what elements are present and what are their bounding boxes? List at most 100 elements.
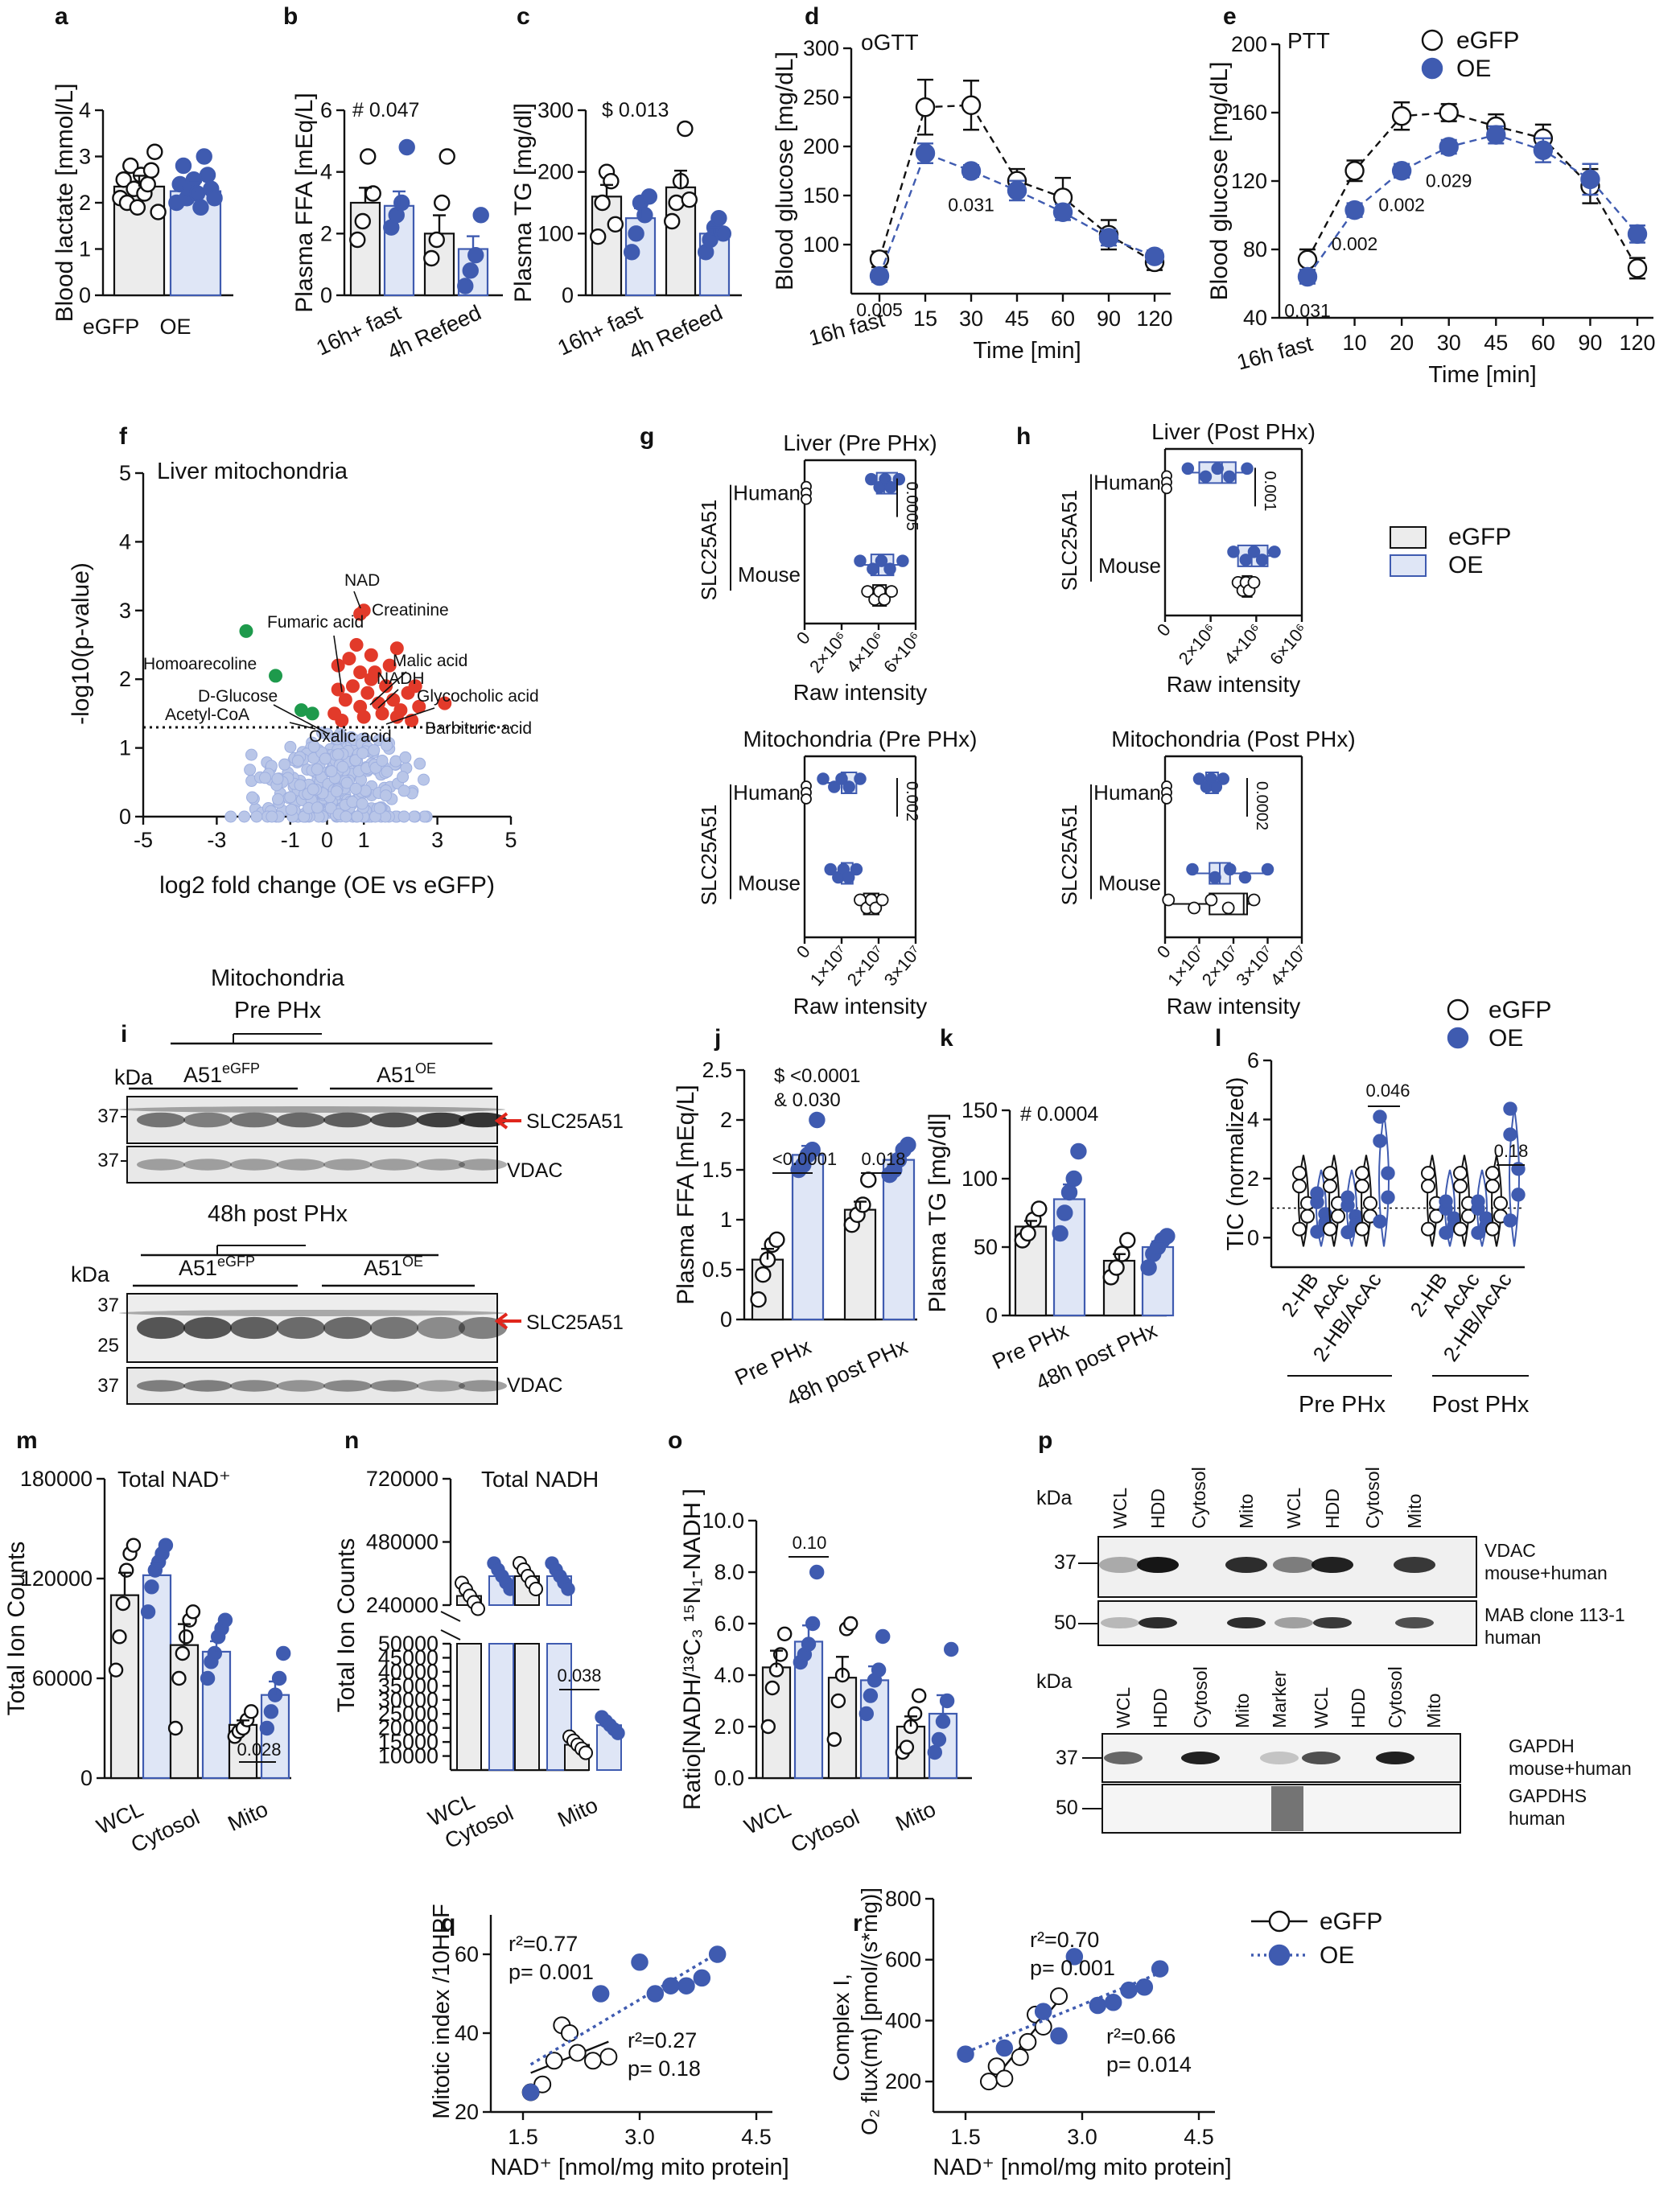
violin-point-OE: [1503, 1127, 1517, 1142]
box-point-h2: [1209, 871, 1221, 884]
panel-q-y-tick-label: 60: [455, 1942, 479, 1966]
panel-h1-x-tick-label: 6×10⁶: [1266, 620, 1311, 669]
violin-point-OE: [1373, 1109, 1387, 1124]
violin-point-eGFP: [1429, 1208, 1443, 1224]
panel-d-y-tick-label: 200: [803, 134, 839, 158]
point-e-eGFP: [1627, 258, 1648, 278]
panel-n-break-mark: [440, 1611, 461, 1622]
blot-p-mab-band: [1227, 1617, 1266, 1628]
volcano-point-ns: [351, 810, 364, 823]
violin-point-eGFP: [1421, 1179, 1435, 1194]
box-point-h1: [1181, 462, 1195, 475]
panel-q-r2-egfp: r²=0.27: [628, 2028, 697, 2052]
panel-d-x-tick-label: 15: [913, 307, 937, 331]
volcano-point-up: [353, 665, 368, 680]
box-point-h2: [1204, 893, 1218, 907]
violin-point-eGFP: [1421, 1166, 1435, 1181]
panel-b-y-tick-label: 6: [320, 98, 332, 122]
volcano-point-up: [335, 713, 349, 727]
panel-e-pvalue: 0.031: [1284, 300, 1331, 321]
blot-i-post-label: 48h post PHx: [208, 1201, 348, 1227]
panel-g1-y-label: SLC25A51: [697, 500, 721, 601]
scatter-point-r-OE: [1151, 1960, 1169, 1978]
point-o: [863, 1688, 879, 1703]
panel-h1-x-tick-label: 0: [1153, 620, 1175, 640]
bar-j-3: [882, 1159, 916, 1321]
panel-r-x-tick-label: 1.5: [950, 2125, 981, 2149]
volcano-leader-line: [289, 722, 316, 730]
point-o: [911, 1688, 927, 1703]
point-o: [927, 1744, 943, 1760]
blot-p-marker-lane: [1271, 1786, 1303, 1831]
point-m: [244, 1704, 259, 1719]
panel-c-annotation: $ 0.013: [602, 99, 669, 121]
blot-i-vdac-pre-band: [137, 1159, 185, 1171]
panel-r-y-label-2: O₂ flux(mt) [pmol/(s*mg)]: [857, 1888, 882, 2135]
panel-h1-x-tick-label: 2×10⁶: [1175, 620, 1221, 669]
blot-i-kda-2: kDa: [71, 1262, 110, 1286]
point-b: [467, 246, 484, 264]
point-d-eGFP: [961, 95, 982, 115]
point-d-OE: [1098, 228, 1119, 248]
panel-label-l: l: [1215, 1025, 1221, 1052]
volcano-point-ns: [349, 782, 362, 795]
volcano-point-labeled: [389, 641, 404, 656]
panel-l-y-tick-label: 6: [1247, 1048, 1259, 1072]
point-k: [1140, 1259, 1157, 1276]
point-k: [1070, 1142, 1087, 1160]
violin-point-eGFP: [1355, 1179, 1369, 1194]
panel-f-x-tick-label: 0: [321, 828, 333, 852]
blot-i-post-egfp-sup: eGFP: [217, 1254, 255, 1270]
scatter-point-q-OE: [591, 1985, 610, 2003]
point-o: [764, 1680, 780, 1696]
panel-c-y-tick-label: 100: [537, 221, 574, 245]
panel-b-category-label: 4h Refeed: [384, 300, 485, 364]
scatter-point-r-OE: [1089, 1996, 1107, 2015]
point-o: [777, 1626, 793, 1642]
panel-d-y-tick-label: 300: [803, 36, 839, 60]
volcano-point-ns: [397, 771, 410, 784]
scatter-point-r-OE: [1050, 2027, 1068, 2045]
panel-l-group-pre: Pre PHx: [1299, 1392, 1386, 1418]
point-b: [439, 148, 455, 165]
blot-p-mab-label-2: human: [1484, 1627, 1541, 1648]
point-c: [714, 225, 731, 242]
point-m: [185, 1604, 201, 1620]
panel-label-e: e: [1223, 3, 1237, 30]
blot-p-gapdh-label-2: mouse+human: [1509, 1758, 1632, 1779]
panel-r-y-tick-label: 800: [885, 1887, 921, 1911]
scatter-point-r-eGFP: [1011, 2048, 1029, 2066]
blot-p-mab-band: [1313, 1617, 1352, 1628]
box-point-g1: [867, 562, 879, 575]
panel-h2-x-tick-label: 3×10⁷: [1232, 941, 1277, 990]
panel-a-category-label: eGFP: [83, 315, 140, 339]
panel-m-y-tick-label: 0: [80, 1766, 93, 1790]
point-m: [112, 1629, 127, 1645]
panel-e-x-tick-label: 30: [1437, 331, 1461, 355]
volcano-point-ns: [291, 755, 304, 768]
volcano-point-ns: [325, 765, 338, 778]
box-point-g1: [878, 593, 891, 606]
blot-p-lane-bottom: WCL: [1311, 1687, 1332, 1728]
violin-point-eGFP: [1331, 1208, 1345, 1224]
blot-p-lane-bottom: Mito: [1232, 1694, 1253, 1728]
blot-p-vdac-band: [1352, 1557, 1394, 1573]
panel-j-y-tick-label: 0.5: [702, 1258, 732, 1282]
point-d-OE: [869, 266, 890, 286]
volcano-point-up: [349, 638, 364, 652]
volcano-point-ns: [311, 801, 323, 814]
panel-e-y-tick-label: 40: [1243, 306, 1267, 330]
volcano-point-ns: [266, 810, 278, 823]
point-e-OE: [1627, 224, 1648, 245]
panel-d-x-tick-label: 90: [1097, 307, 1121, 331]
point-n: [611, 1726, 625, 1740]
point-k: [1065, 1170, 1082, 1188]
box-point-g1: [854, 554, 867, 567]
point-m: [167, 1720, 183, 1736]
panel-o-category-label: WCL: [740, 1797, 794, 1839]
scatter-point-q-OE: [521, 2083, 540, 2102]
bar-n-lower-1: [488, 1643, 514, 1771]
point-b: [457, 278, 474, 294]
panel-label-j: j: [714, 1025, 721, 1052]
